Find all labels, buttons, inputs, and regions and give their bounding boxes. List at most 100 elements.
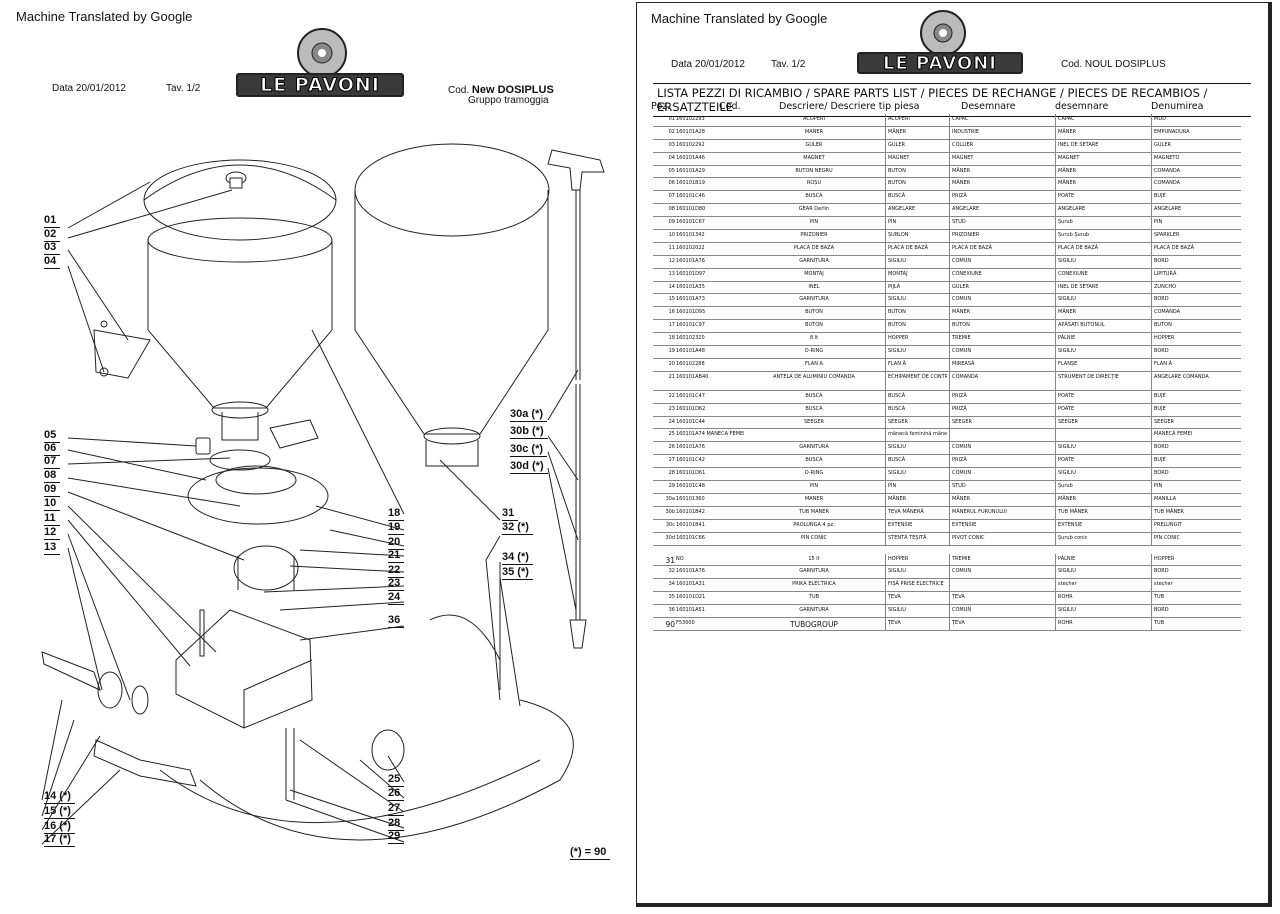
cell-desemnare-2: MÂNER [949,178,1039,191]
cell-desemnare-2 [949,429,1039,442]
cell-denumirea: HOPPER [1151,553,1237,566]
cell-desemnare-1: SIGILIU [885,346,947,358]
cell-desemnare-2: COMUN [949,468,1039,481]
cell-desemnare-3: stecher [1055,579,1149,592]
part-label: 30b (*) [510,425,548,439]
part-label: 28 [388,817,405,831]
cell-denumirea: COMANDA [1151,178,1237,191]
cell-descriere: BUTON NEGRU [795,167,833,174]
cell-descriere: INEL [808,283,820,290]
le-pavoni-logo: LE PAVONI [857,7,1027,77]
cell-descriere: ANTELĂ DE ALUMINIU COMANDA [773,373,855,380]
cell-desemnare-2: COMUN [949,442,1039,455]
part-label: 31 [502,507,519,521]
cell-denumirea: TUB [1151,592,1237,605]
cell-desemnare-2: COMUN [949,294,1039,307]
cell-cod: 160101C67 [676,219,705,226]
cell-poz: 05 [668,167,675,174]
part-label: 03 [44,241,61,255]
part-label: 35 (*) [502,566,533,580]
part-label: 08 [44,469,61,483]
cell-cod: 160102288 [676,360,705,367]
part-label: 12 [44,526,61,540]
cell-descriere: PROLUNGA 4 pz. [793,521,835,528]
cell-denumirea: SEEGER [1151,416,1237,429]
cell-desemnare-2: GULER [949,281,1039,294]
cell-desemnare-3: MAGNET [1055,152,1149,165]
cod-label: Cod. New DOSIPLUS [448,84,554,96]
cell-desemnare-1: MAGNET [885,152,947,165]
tav-label: Tav. 1/2 [771,59,806,70]
cell-denumirea: BORD [1151,255,1237,268]
cell-descriere: PIN [809,219,819,226]
cell-desemnare-3: PLACA DE BAZĂ [1055,242,1149,255]
cell-desemnare-1: BUSCĂ [885,455,947,468]
part-label: 26 [388,787,405,801]
cell-desemnare-2 [949,579,1039,592]
cell-poz: 23 [668,405,675,412]
cell-cod: 160102292 [676,141,705,148]
cell-poz: 06 [668,180,675,187]
cell-desemnare-3: SIGILIU [1055,346,1149,358]
machine-translated-label: Machine Translated by Google [16,9,193,24]
cell-poz: 30c [665,521,675,528]
tav-label: Tav. 1/2 [166,83,201,94]
cell-denumirea: MANECĂ FEMEI [1151,429,1237,442]
cell-desemnare-2: MÂNERUL FURUNULUI [949,506,1039,519]
cell-desemnare-3: STRUMENT DE DIRECȚIE [1055,371,1149,390]
part-label: 32 (*) [502,521,533,535]
cell-poz: 17 [668,322,675,329]
cell-poz: 30b [665,508,675,515]
cell-descriere: TUB [808,594,820,601]
cell-desemnare-1: PIN [885,481,947,493]
cell-desemnare-2: EXTENSIE [949,519,1039,532]
cell-desemnare-2: PRIZĂ [949,403,1039,416]
cell-descriere: O-RING [804,470,824,477]
cell-desemnare-3: MÂNER [1055,493,1149,506]
cell-poz: 13 [668,270,675,277]
cell-desemnare-1: SIGILIU [885,294,947,307]
cell-cod: 160101B19 [676,180,705,187]
cell-desemnare-1: ȚEVA [885,617,947,630]
cell-desemnare-3: SIGILIU [1055,442,1149,455]
part-label: 11 [44,512,60,526]
cell-descriere: 15 lt [808,555,820,562]
cell-cod: 160101A76 [676,568,705,575]
cell-descriere: GARNITURĂ [799,568,829,575]
cell-desemnare-2: PIVOT CONIC [949,532,1039,545]
cell-desemnare-3: ANGELARE [1055,204,1149,217]
cell-desemnare-1: BUSCĂ [885,390,947,403]
cell-denumirea: BORD [1151,294,1237,307]
cell-desemnare-1: STENTĂ TEȘITĂ [885,532,947,545]
cell-denumirea: MANILLA [1151,493,1237,506]
cell-descriere: BUSCĂ [805,457,823,464]
part-label: 13 [44,541,61,555]
cell-desemnare-2: MIREASĂ [949,358,1039,371]
cell-poz: 35 [668,594,675,601]
cell-desemnare-1: ACOPERI [885,114,947,126]
cell-desemnare-2: ȚEVA [949,617,1039,630]
cell-denumirea: SPARKLER [1151,230,1237,242]
part-label: 19 [388,521,405,535]
cell-desemnare-2: ȚEVA [949,592,1039,605]
cell-cod: 160101C42 [676,457,705,464]
logo-text: LE PAVONI [260,74,380,97]
cell-cod: 160101A76 [676,257,705,264]
part-label: 30c (*) [510,443,548,457]
cell-denumirea: BUJE [1151,390,1237,403]
cell-cod: 160101B41 [676,521,705,528]
cell-denumirea: PIN [1151,217,1237,230]
cell-desemnare-2: BUTON [949,320,1039,333]
cell-desemnare-3: Șurub [1055,481,1149,493]
